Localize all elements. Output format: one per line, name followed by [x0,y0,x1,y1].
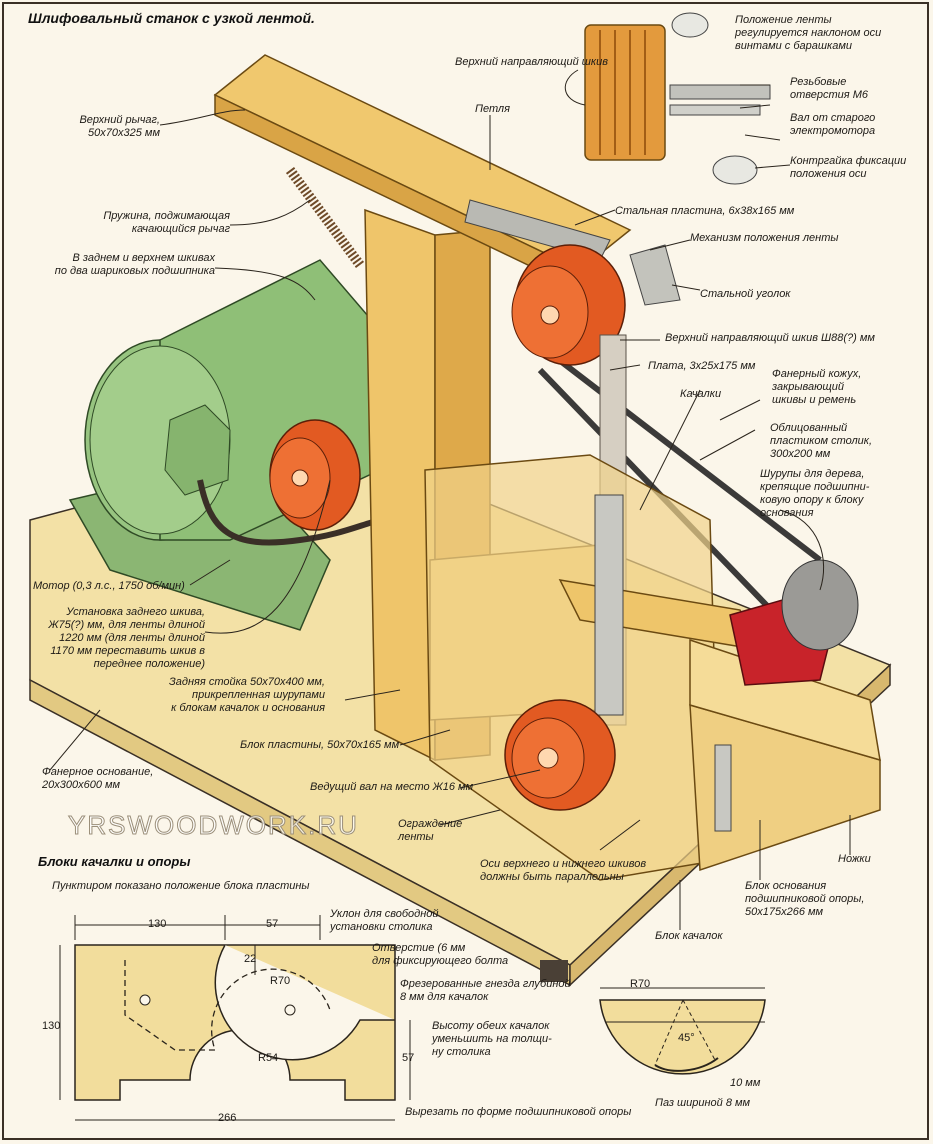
label-steel-plate: Стальная пластина, 6х38х165 мм [615,205,795,217]
watermark: YRSWOODWORK.RU [68,810,359,841]
dim-r54: R54 [258,1052,279,1064]
dim-r70-right: R70 [630,978,651,990]
note-ten-mm: 10 мм [730,1077,761,1089]
dim-130-top: 130 [148,918,167,930]
steel-angle [629,244,681,306]
label-drive-shaft: Ведущий вал на место Ж16 мм [310,781,474,793]
label-belt-mechanism: Механизм положения ленты [690,232,839,244]
label-rear-pulley: Установка заднего шкива,Ж75(?) мм, для л… [48,606,205,670]
label-rocker-block: Блок качалок [655,930,723,942]
label-hinge: Петля [475,103,510,115]
label-rockers: Качалки [680,388,722,400]
page-title: Шлифовальный станок с узкой лентой. [28,10,315,26]
rocker-part [599,987,766,1075]
rear-pulley-hub [291,469,309,487]
inset-wingnut-top [671,12,709,38]
dim-22: 22 [244,953,257,965]
dim-57-right: 57 [402,1052,415,1064]
dim-r70-left: R70 [270,975,291,987]
dim-266: 266 [218,1112,237,1124]
label-plate-block: Блок пластины, 50х70х165 мм [240,739,400,751]
leader-lines [49,69,851,930]
note-cut: Вырезать по форме подшипниковой опоры [405,1106,632,1118]
mounting-bracket [714,744,732,832]
label-plywood-base: Фанерное основание,20х300х600 мм [42,766,154,791]
inset-wingnut-bottom [712,155,758,185]
label-upper-pulley-big: Верхний направляющий шкив Ш88(?) мм [665,332,875,344]
inset-shaft [669,84,771,100]
dimension-lines [59,915,411,1121]
section-subtitle: Блоки качалки и опоры [38,854,191,869]
upper-pulley-hub [540,305,560,325]
inset-pulley-grooves [599,30,646,155]
drive-pulley [781,559,859,651]
label-rear-post: Задняя стойка 50х70х400 мм,прикрепленная… [169,676,325,714]
note-slot: Паз шириной 8 мм [655,1097,751,1109]
inset-bracket [669,104,761,116]
label-upper-lever: Верхний рычаг,50х70х325 мм [79,114,160,139]
motor-junction-box [164,404,231,496]
power-cable [197,479,381,546]
label-motor: Мотор (0,3 л.с., 1750 об/мин) [33,580,185,592]
label-plate: Плата, 3х25х175 мм [648,360,756,372]
note-dashed: Пунктиром показано положение блока пласт… [52,880,310,892]
label-upper-pulley-small: Верхний направляющий шкив [455,56,608,68]
plate-guard [594,494,624,716]
foot [540,960,568,982]
lower-pulley-hub [537,747,559,769]
dim-angle-45: 45° [678,1032,695,1044]
dim-130-left: 130 [42,1020,61,1032]
rocker-block-part [74,944,396,1101]
label-steel-angle: Стальной уголок [700,288,791,300]
dim-57-top: 57 [266,918,279,930]
label-feet: Ножки [838,853,871,865]
label-screws: Шурупы для дерева,крепящие подшипни-кову… [760,468,870,519]
